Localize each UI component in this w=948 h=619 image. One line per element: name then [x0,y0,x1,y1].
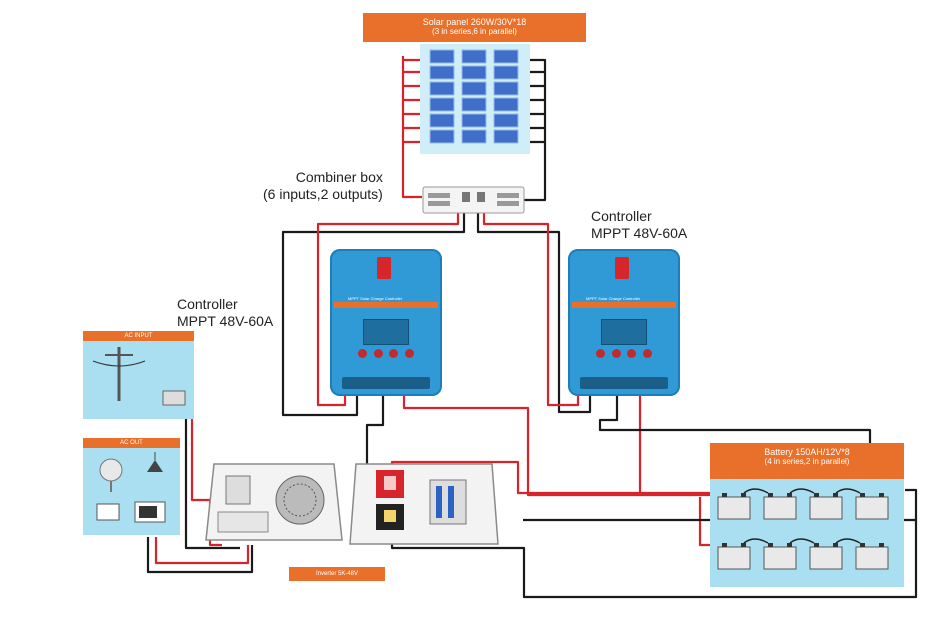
battery-bank: Battery 150AH/12V*8 (4 in series,2 in pa… [710,443,904,587]
combiner-box-label: Combiner box (6 inputs,2 outputs) [263,169,383,203]
solar-panel-module [461,81,487,96]
controller-button [358,349,367,358]
panel-black-wire [520,70,545,144]
controller-terminal-strip [580,377,668,389]
controller-right-label: Controller MPPT 48V-60A [591,208,687,242]
controller-button-row [596,349,652,359]
controller-button [596,349,605,358]
utility-pole-icon [92,347,186,406]
solar-panel-module [429,49,455,64]
solar-panel-module [461,129,487,144]
controller-button [611,349,621,358]
mppt-controller-right: MPPT Solar Charge Controller [568,249,680,396]
ac-input-title: AC INPUT [83,331,194,341]
controller-button [627,349,637,358]
solar-panel-module [461,49,487,64]
combiner-box-line2: (6 inputs,2 outputs) [263,186,383,202]
controller-left-label: Controller MPPT 48V-60A [177,296,273,330]
controller-button [373,349,383,358]
solar-panel-array [420,44,530,154]
battery-unit [763,488,815,520]
battery-banner: Battery 150AH/12V*8 (4 in series,2 in pa… [710,443,904,479]
solar-panel-module [429,113,455,128]
solar-panel-module [429,65,455,80]
controller-right-line2: MPPT 48V-60A [591,225,688,241]
right-controller-battery-black [598,390,872,480]
solar-panel-module [429,97,455,112]
controller-face-text: MPPT Solar Charge Controller [348,296,403,301]
battery-title: Battery 150AH/12V*8 [764,447,850,457]
combiner-to-right-controller-black [476,205,592,414]
combiner-to-right-controller-red [482,205,580,407]
ac-out-title: AC OUT [83,438,180,448]
battery-unit [809,488,861,520]
combiner-box [422,186,525,214]
ac-input-panel: AC INPUT [83,331,194,419]
controller-button [389,349,399,358]
battery-cells [717,488,889,570]
controller-face-text: MPPT Solar Charge Controller [586,296,641,301]
solar-panel-module [493,113,519,128]
panel-red-wire [403,58,430,144]
controller-left-line2: MPPT 48V-60A [177,313,274,329]
controller-button [642,349,652,358]
battery-unit [763,538,815,570]
breaker-box [349,463,499,545]
inverter-label: Inverter 5K-48V [289,567,385,581]
controller-screen [601,319,647,345]
appliances-icon [96,452,166,523]
solar-panel-module [493,129,519,144]
solar-panel-module [429,129,455,144]
controller-button-row [358,349,414,359]
battery-unit [809,538,861,570]
mppt-controller-left: MPPT Solar Charge Controller [330,249,442,396]
solar-panel-module [493,49,519,64]
panel-red-wire [401,56,422,199]
solar-panel-module [493,81,519,96]
ac-out-red [154,537,250,565]
ac-out-panel: AC OUT [83,438,180,535]
battery-unit [717,538,769,570]
left-controller-battery-red [402,390,715,497]
controller-display-top [377,257,391,279]
inverter-unit [205,463,343,541]
controller-terminal-strip [342,377,430,389]
ac-input-black [184,398,240,550]
controller-screen [363,319,409,345]
battery-unit [855,543,889,570]
solar-panel-module [429,81,455,96]
solar-panel-module [461,97,487,112]
controller-left-line1: Controller [177,296,238,312]
combiner-to-left-controller-black [281,205,466,417]
ac-out-black [146,537,254,574]
controller-display-top [615,257,629,279]
solar-panel-module [461,65,487,80]
left-controller-battery-black [365,390,385,475]
combiner-box-line1: Combiner box [295,169,383,185]
solar-panel-module [461,113,487,128]
battery-subtitle: (4 in series,2 in parallel) [764,457,850,466]
solar-panel-subtitle: (3 in series,6 in parallel) [432,27,517,37]
solar-panel-title: Solar panel 260W/30V*18 [422,17,527,27]
panel-black-wire [520,58,547,202]
controller-face-stripe [334,302,438,308]
battery-unit [855,493,889,520]
battery-unit [717,488,769,520]
solar-panel-module [493,65,519,80]
breaker-battery-black [390,488,918,599]
controller-right-line1: Controller [591,208,652,224]
combiner-to-left-controller-red [316,205,460,407]
controller-button [404,349,414,358]
solar-panel-module [493,97,519,112]
solar-panel-banner: Solar panel 260W/30V*18 (3 in series,6 i… [363,13,586,42]
controller-face-stripe [572,302,676,308]
